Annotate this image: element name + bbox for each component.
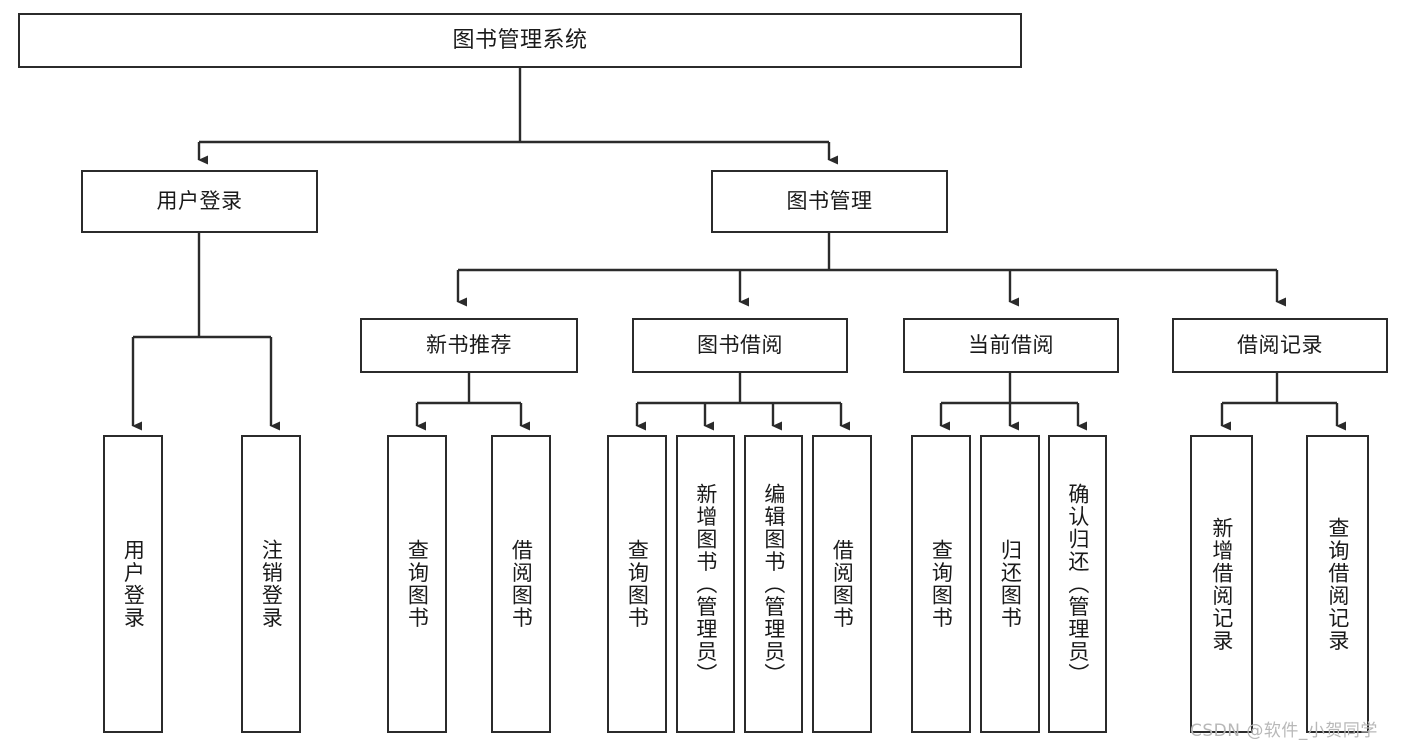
- node-label: 确认归还（管理员）: [1065, 482, 1090, 686]
- node-label: 当前借阅: [968, 333, 1054, 358]
- node-label: 新书推荐: [426, 333, 512, 358]
- node-label: 注销登录: [259, 539, 284, 629]
- node-label: 查询图书: [929, 539, 954, 629]
- node-label: 新增图书（管理员）: [693, 482, 718, 686]
- node-root-system[interactable]: 图书管理系统: [18, 13, 1022, 68]
- leaf-book-borrow-borrow[interactable]: 借阅图书: [812, 435, 872, 733]
- node-label: 查询借阅记录: [1325, 516, 1350, 652]
- leaf-book-borrow-add[interactable]: 新增图书（管理员）: [676, 435, 735, 733]
- node-label: 编辑图书（管理员）: [761, 482, 786, 686]
- node-label: 图书管理系统: [452, 27, 588, 53]
- node-label: 用户登录: [121, 539, 146, 629]
- csdn-watermark: CSDN @软件_小贺同学: [1190, 721, 1378, 741]
- leaf-borrow-record-add[interactable]: 新增借阅记录: [1190, 435, 1253, 733]
- node-label: 归还图书: [998, 539, 1023, 629]
- node-new-book-recommend[interactable]: 新书推荐: [360, 318, 578, 373]
- leaf-book-borrow-edit[interactable]: 编辑图书（管理员）: [744, 435, 803, 733]
- leaf-current-borrow-return[interactable]: 归还图书: [980, 435, 1040, 733]
- node-label: 借阅图书: [509, 539, 534, 629]
- node-label: 新增借阅记录: [1209, 516, 1234, 652]
- leaf-user-login-logout[interactable]: 注销登录: [241, 435, 301, 733]
- node-user-login[interactable]: 用户登录: [81, 170, 318, 233]
- node-label: 用户登录: [156, 189, 243, 214]
- node-label: 查询图书: [405, 539, 430, 629]
- leaf-borrow-record-query[interactable]: 查询借阅记录: [1306, 435, 1369, 733]
- node-current-borrow[interactable]: 当前借阅: [903, 318, 1119, 373]
- node-book-management[interactable]: 图书管理: [711, 170, 948, 233]
- leaf-current-borrow-confirm-return[interactable]: 确认归还（管理员）: [1048, 435, 1107, 733]
- node-label: 图书借阅: [697, 333, 783, 358]
- node-label: 借阅记录: [1237, 333, 1323, 358]
- leaf-current-borrow-query[interactable]: 查询图书: [911, 435, 971, 733]
- node-label: 借阅图书: [830, 539, 855, 629]
- leaf-user-login-login[interactable]: 用户登录: [103, 435, 163, 733]
- node-book-borrow[interactable]: 图书借阅: [632, 318, 848, 373]
- leaf-new-book-query[interactable]: 查询图书: [387, 435, 447, 733]
- node-borrow-record[interactable]: 借阅记录: [1172, 318, 1388, 373]
- leaf-new-book-borrow[interactable]: 借阅图书: [491, 435, 551, 733]
- node-label: 图书管理: [786, 189, 873, 214]
- node-label: 查询图书: [625, 539, 650, 629]
- leaf-book-borrow-query[interactable]: 查询图书: [607, 435, 667, 733]
